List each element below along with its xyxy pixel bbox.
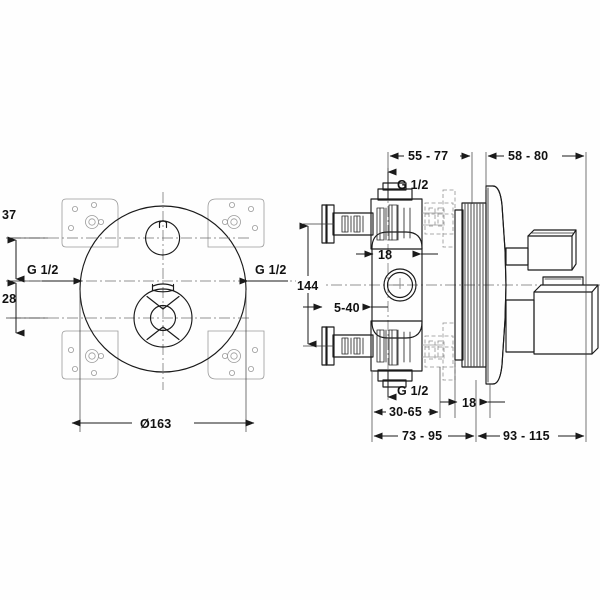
label-g-half-section-top: G 1/2 — [397, 178, 429, 192]
dim-label-73-95: 73 - 95 — [402, 429, 442, 443]
dim-label-55-77: 55 - 77 — [408, 149, 448, 163]
label-g-half-front-right: G 1/2 — [255, 263, 287, 277]
front-circular-view: 37 28 G 1/2 G 1/2 Ø16 — [2, 192, 296, 432]
mounting-bracket-bottom-right — [207, 330, 265, 380]
side-section-view: 55 - 77 58 - 80 G 1/2 G 1/2 — [296, 148, 600, 444]
threaded-sleeve — [454, 202, 487, 368]
dim-label-5-40: 5-40 — [334, 301, 360, 315]
dimension-5-40: 5-40 — [303, 301, 388, 315]
dim-label-37: 37 — [2, 208, 16, 222]
dim-label-28: 28 — [2, 292, 16, 306]
mounting-bracket-top-left — [61, 198, 119, 248]
mounting-bracket-top-right — [207, 198, 265, 248]
temperature-handle-front[interactable] — [145, 220, 181, 256]
inlet-marker-section-bottom: G 1/2 — [387, 371, 429, 401]
label-g-half-section-bottom: G 1/2 — [397, 384, 429, 398]
dim-label-30-65: 30-65 — [389, 405, 422, 419]
dimension-58-80: 58 - 80 — [487, 148, 585, 164]
valve-upper-block — [370, 182, 423, 250]
inlet-marker-section-top: G 1/2 — [387, 168, 429, 200]
dimension-18-flange: 18 — [440, 396, 505, 410]
dimension-30-65: 30-65 — [373, 404, 439, 420]
dimension-front-28: 28 — [2, 279, 25, 337]
dimension-144: 144 — [296, 222, 326, 348]
valve-body — [371, 231, 423, 339]
dimension-73-95: 73 - 95 — [373, 428, 475, 444]
dimension-front-diameter: Ø163 — [71, 414, 255, 431]
mounting-bracket-bottom-left — [61, 330, 119, 380]
dim-label-144: 144 — [297, 279, 318, 293]
ghost-outlet-lower — [422, 322, 456, 381]
temperature-handle-side[interactable] — [505, 229, 577, 271]
label-g-half-front-left: G 1/2 — [27, 263, 59, 277]
flow-handle-side[interactable] — [505, 276, 599, 355]
dimension-55-77: 55 - 77 — [389, 148, 471, 164]
dimension-18-body: 18 — [356, 248, 438, 262]
escutcheon-plate-side — [485, 185, 507, 385]
dim-label-18-body: 18 — [378, 248, 392, 262]
dim-label-18-flange: 18 — [462, 396, 476, 410]
inlet-marker-front-left: G 1/2 — [27, 263, 83, 285]
dim-label-93-115: 93 - 115 — [503, 429, 550, 443]
dim-label-58-80: 58 - 80 — [508, 149, 548, 163]
dim-label-diameter: Ø163 — [140, 417, 171, 431]
inlet-marker-front-right: G 1/2 — [239, 263, 288, 285]
valve-lower-block — [370, 320, 423, 388]
dimension-93-115: 93 - 115 — [477, 428, 585, 444]
dimension-front-37: 37 — [2, 208, 25, 283]
flow-handle-front[interactable] — [133, 283, 193, 348]
ghost-outlet-upper — [422, 189, 456, 248]
